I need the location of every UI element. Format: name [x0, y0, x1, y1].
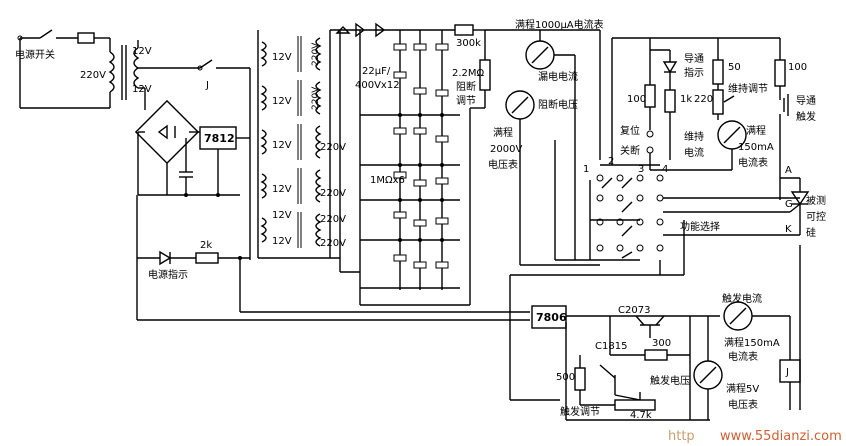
pin-a: A	[785, 165, 792, 176]
sec220-3: 220V	[320, 142, 346, 153]
hv-transformers	[257, 30, 340, 259]
r500-label: 500	[556, 372, 575, 383]
sec220-6: 220V	[320, 238, 346, 249]
function-switch	[509, 140, 800, 400]
pin-k: K	[785, 224, 792, 235]
res-mo-label: 1MΩx6	[370, 175, 405, 186]
r1k-label: 1k	[680, 94, 692, 105]
sw-num-2: 2	[608, 156, 614, 167]
r100a-label: 100	[627, 94, 646, 105]
sec220-4: 220V	[320, 188, 346, 199]
block-voltage-label: 阻断电压	[538, 98, 578, 111]
v5-1: 满程5V	[726, 383, 759, 395]
dut-3: 硅	[806, 226, 816, 239]
cap-spec-2: 400Vx12	[355, 80, 400, 91]
sec12-6: 12V	[272, 236, 292, 247]
cap-spec-1: 22μF/	[362, 66, 391, 77]
sw-num-4: 4	[662, 164, 668, 175]
secondary-12v-b: 12V	[132, 84, 152, 95]
power-indicator-label: 电源指示	[148, 268, 188, 281]
switch-j-label: J	[205, 80, 209, 91]
trig-adj-label: 触发调节	[560, 405, 600, 418]
r100b-label: 100	[788, 62, 807, 73]
on-ind-2: 指示	[684, 66, 704, 79]
leak-current-label: 漏电电流	[538, 70, 578, 83]
sec12-1: 12V	[272, 52, 292, 63]
c2073-label: C2073	[618, 305, 650, 316]
sec12-2: 12V	[272, 96, 292, 107]
dut-2: 可控	[806, 210, 826, 223]
meter-1000ua-label: 满程1000μA电流表	[515, 18, 604, 31]
pot-22mo-1: 2.2MΩ	[452, 68, 485, 79]
v5-2: 电压表	[728, 398, 758, 411]
r220-label: 220	[694, 94, 713, 105]
v2000-1: 满程	[493, 127, 513, 139]
pot-22mo-2: 阻断	[456, 80, 476, 93]
reset-1: 复位	[620, 124, 640, 137]
ma150-3: 电流表	[738, 156, 768, 169]
ma150-1: 满程	[746, 125, 766, 137]
reg-7812-label: 7812	[204, 132, 235, 145]
dut-1: 被测	[806, 194, 826, 207]
v2000-2: 2000V	[490, 144, 522, 155]
hold-cur-1: 维持	[684, 130, 704, 143]
power-switch-label: 电源开关	[15, 48, 55, 61]
power-indicator	[136, 195, 530, 321]
relay-j-label: J	[785, 367, 789, 378]
trigger-circuit	[510, 245, 801, 421]
v2000-3: 电压表	[488, 158, 518, 171]
r300-label: 300	[652, 338, 671, 349]
func-select-label: 功能选择	[680, 220, 720, 233]
watermark-prefix: http	[668, 429, 695, 444]
low-voltage-rail	[134, 40, 251, 260]
c1815-label: C1815	[595, 341, 627, 352]
hold-cur-2: 电流	[684, 146, 704, 159]
reg-7806-label: 7806	[536, 311, 567, 324]
trig-cur-label: 触发电流	[722, 292, 762, 305]
leakage-meters	[485, 29, 601, 266]
hold-circuit	[611, 37, 789, 200]
sec220-2: 220V	[311, 86, 321, 110]
r2k-label: 2k	[200, 240, 212, 251]
on-trig-1: 导通	[796, 95, 816, 107]
watermark-site: www.55dianzi.com	[720, 429, 842, 444]
sw-num-3: 3	[638, 164, 644, 175]
pin-g: G	[785, 199, 793, 210]
on-ind-1: 导通	[684, 53, 704, 65]
sec12-5: 12V	[272, 210, 292, 221]
reset-2: 关断	[620, 144, 640, 157]
sec220-5: 220V	[320, 214, 346, 225]
trig-ma-2: 电流表	[728, 350, 758, 363]
dut-thyristor	[780, 177, 810, 235]
secondary-12v-a: 12V	[132, 46, 152, 57]
voltage-multiplier	[330, 22, 491, 306]
r50-label: 50	[728, 62, 741, 73]
mains-input	[17, 29, 140, 109]
sw-num-1: 1	[583, 164, 589, 175]
on-trig-2: 触发	[796, 110, 816, 123]
sec220-1: 220V	[311, 42, 321, 66]
input-voltage-label: 220V	[80, 70, 106, 81]
sec12-3: 12V	[272, 140, 292, 151]
pot-22mo-3: 调节	[456, 95, 476, 107]
hold-adj-label: 维持调节	[728, 82, 768, 95]
trig-volt-label: 触发电压	[650, 374, 690, 387]
trig-ma-1: 满程150mA	[724, 337, 780, 349]
r300k-label: 300k	[456, 38, 481, 49]
r47k-label: 4.7k	[630, 410, 652, 421]
sec12-4: 12V	[272, 184, 292, 195]
ma150-2: 150mA	[738, 142, 774, 153]
